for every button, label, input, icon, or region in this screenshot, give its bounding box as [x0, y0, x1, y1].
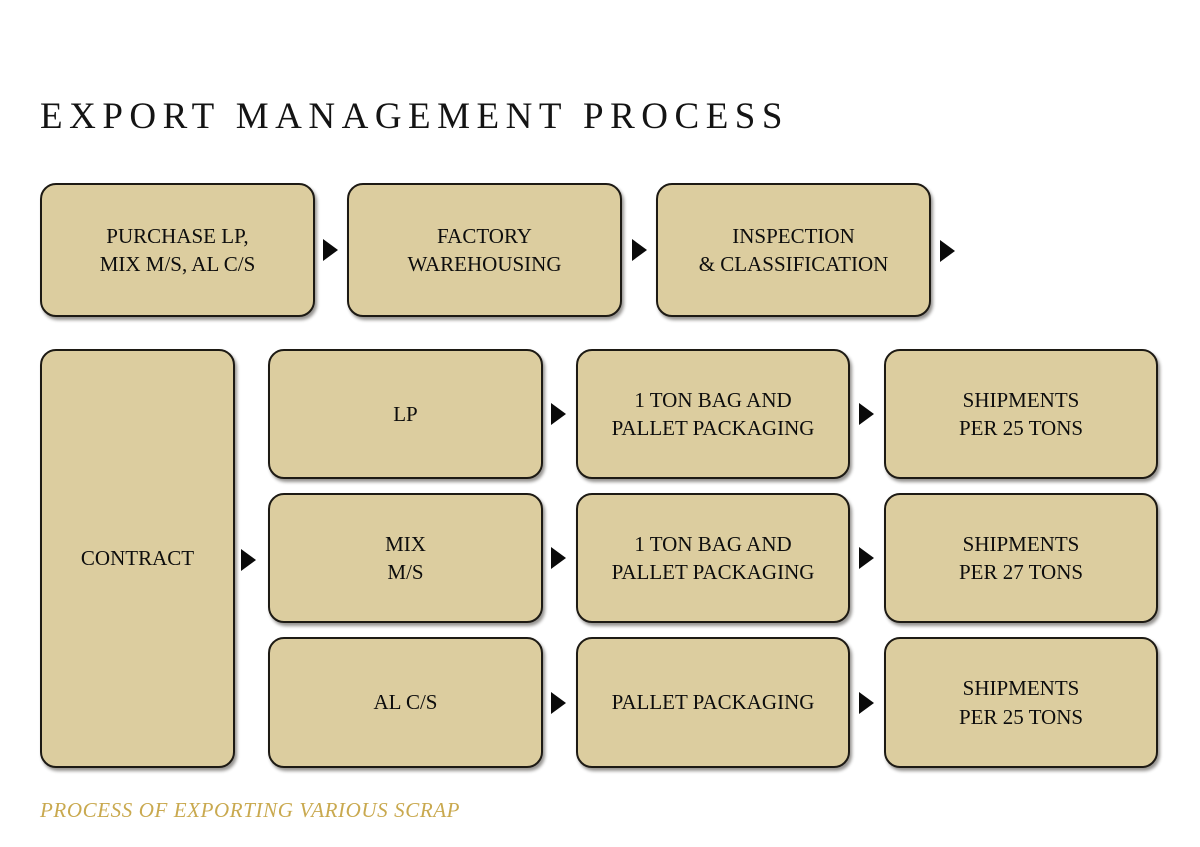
arrow-right-icon — [241, 549, 256, 571]
shipment-node-al-cs[interactable]: SHIPMENTS PER 25 TONS — [884, 637, 1158, 768]
material-node-mix-ms[interactable]: MIX M/S — [268, 493, 543, 623]
arrow-right-icon — [551, 692, 566, 714]
node-label: 1 TON BAG AND PALLET PACKAGING — [611, 531, 815, 584]
packaging-node-mix-ms[interactable]: 1 TON BAG AND PALLET PACKAGING — [576, 493, 850, 623]
node-label: CONTRACT — [80, 546, 195, 571]
process-node-contract[interactable]: CONTRACT — [40, 349, 235, 768]
arrow-right-icon — [940, 240, 955, 262]
arrow-right-icon — [859, 692, 874, 714]
node-label: AL C/S — [373, 690, 438, 715]
node-label: 1 TON BAG AND PALLET PACKAGING — [611, 387, 815, 440]
arrow-right-icon — [323, 239, 338, 261]
arrow-right-icon — [551, 547, 566, 569]
node-label: PURCHASE LP, MIX M/S, AL C/S — [99, 223, 256, 276]
packaging-node-al-cs[interactable]: PALLET PACKAGING — [576, 637, 850, 768]
arrow-right-icon — [632, 239, 647, 261]
arrow-right-icon — [551, 403, 566, 425]
shipment-node-mix-ms[interactable]: SHIPMENTS PER 27 TONS — [884, 493, 1158, 623]
process-node-inspection-classification[interactable]: INSPECTION & CLASSIFICATION — [656, 183, 931, 317]
node-label: SHIPMENTS PER 25 TONS — [958, 676, 1084, 729]
material-node-al-cs[interactable]: AL C/S — [268, 637, 543, 768]
footer-caption: PROCESS OF EXPORTING VARIOUS SCRAP — [40, 798, 461, 822]
node-label: PALLET PACKAGING — [611, 690, 815, 715]
material-node-lp[interactable]: LP — [268, 349, 543, 479]
node-label: SHIPMENTS PER 27 TONS — [958, 531, 1084, 584]
process-node-purchase[interactable]: PURCHASE LP, MIX M/S, AL C/S — [40, 183, 315, 317]
node-label: LP — [393, 401, 418, 426]
node-label: INSPECTION & CLASSIFICATION — [698, 223, 889, 276]
node-label: MIX M/S — [385, 531, 426, 584]
arrow-right-icon — [859, 403, 874, 425]
arrow-right-icon — [859, 547, 874, 569]
process-node-factory-warehousing[interactable]: FACTORY WAREHOUSING — [347, 183, 622, 317]
node-label: FACTORY WAREHOUSING — [407, 223, 562, 276]
packaging-node-lp[interactable]: 1 TON BAG AND PALLET PACKAGING — [576, 349, 850, 479]
shipment-node-lp[interactable]: SHIPMENTS PER 25 TONS — [884, 349, 1158, 479]
page-title: EXPORT MANAGEMENT PROCESS — [40, 96, 789, 137]
node-label: SHIPMENTS PER 25 TONS — [958, 387, 1084, 440]
